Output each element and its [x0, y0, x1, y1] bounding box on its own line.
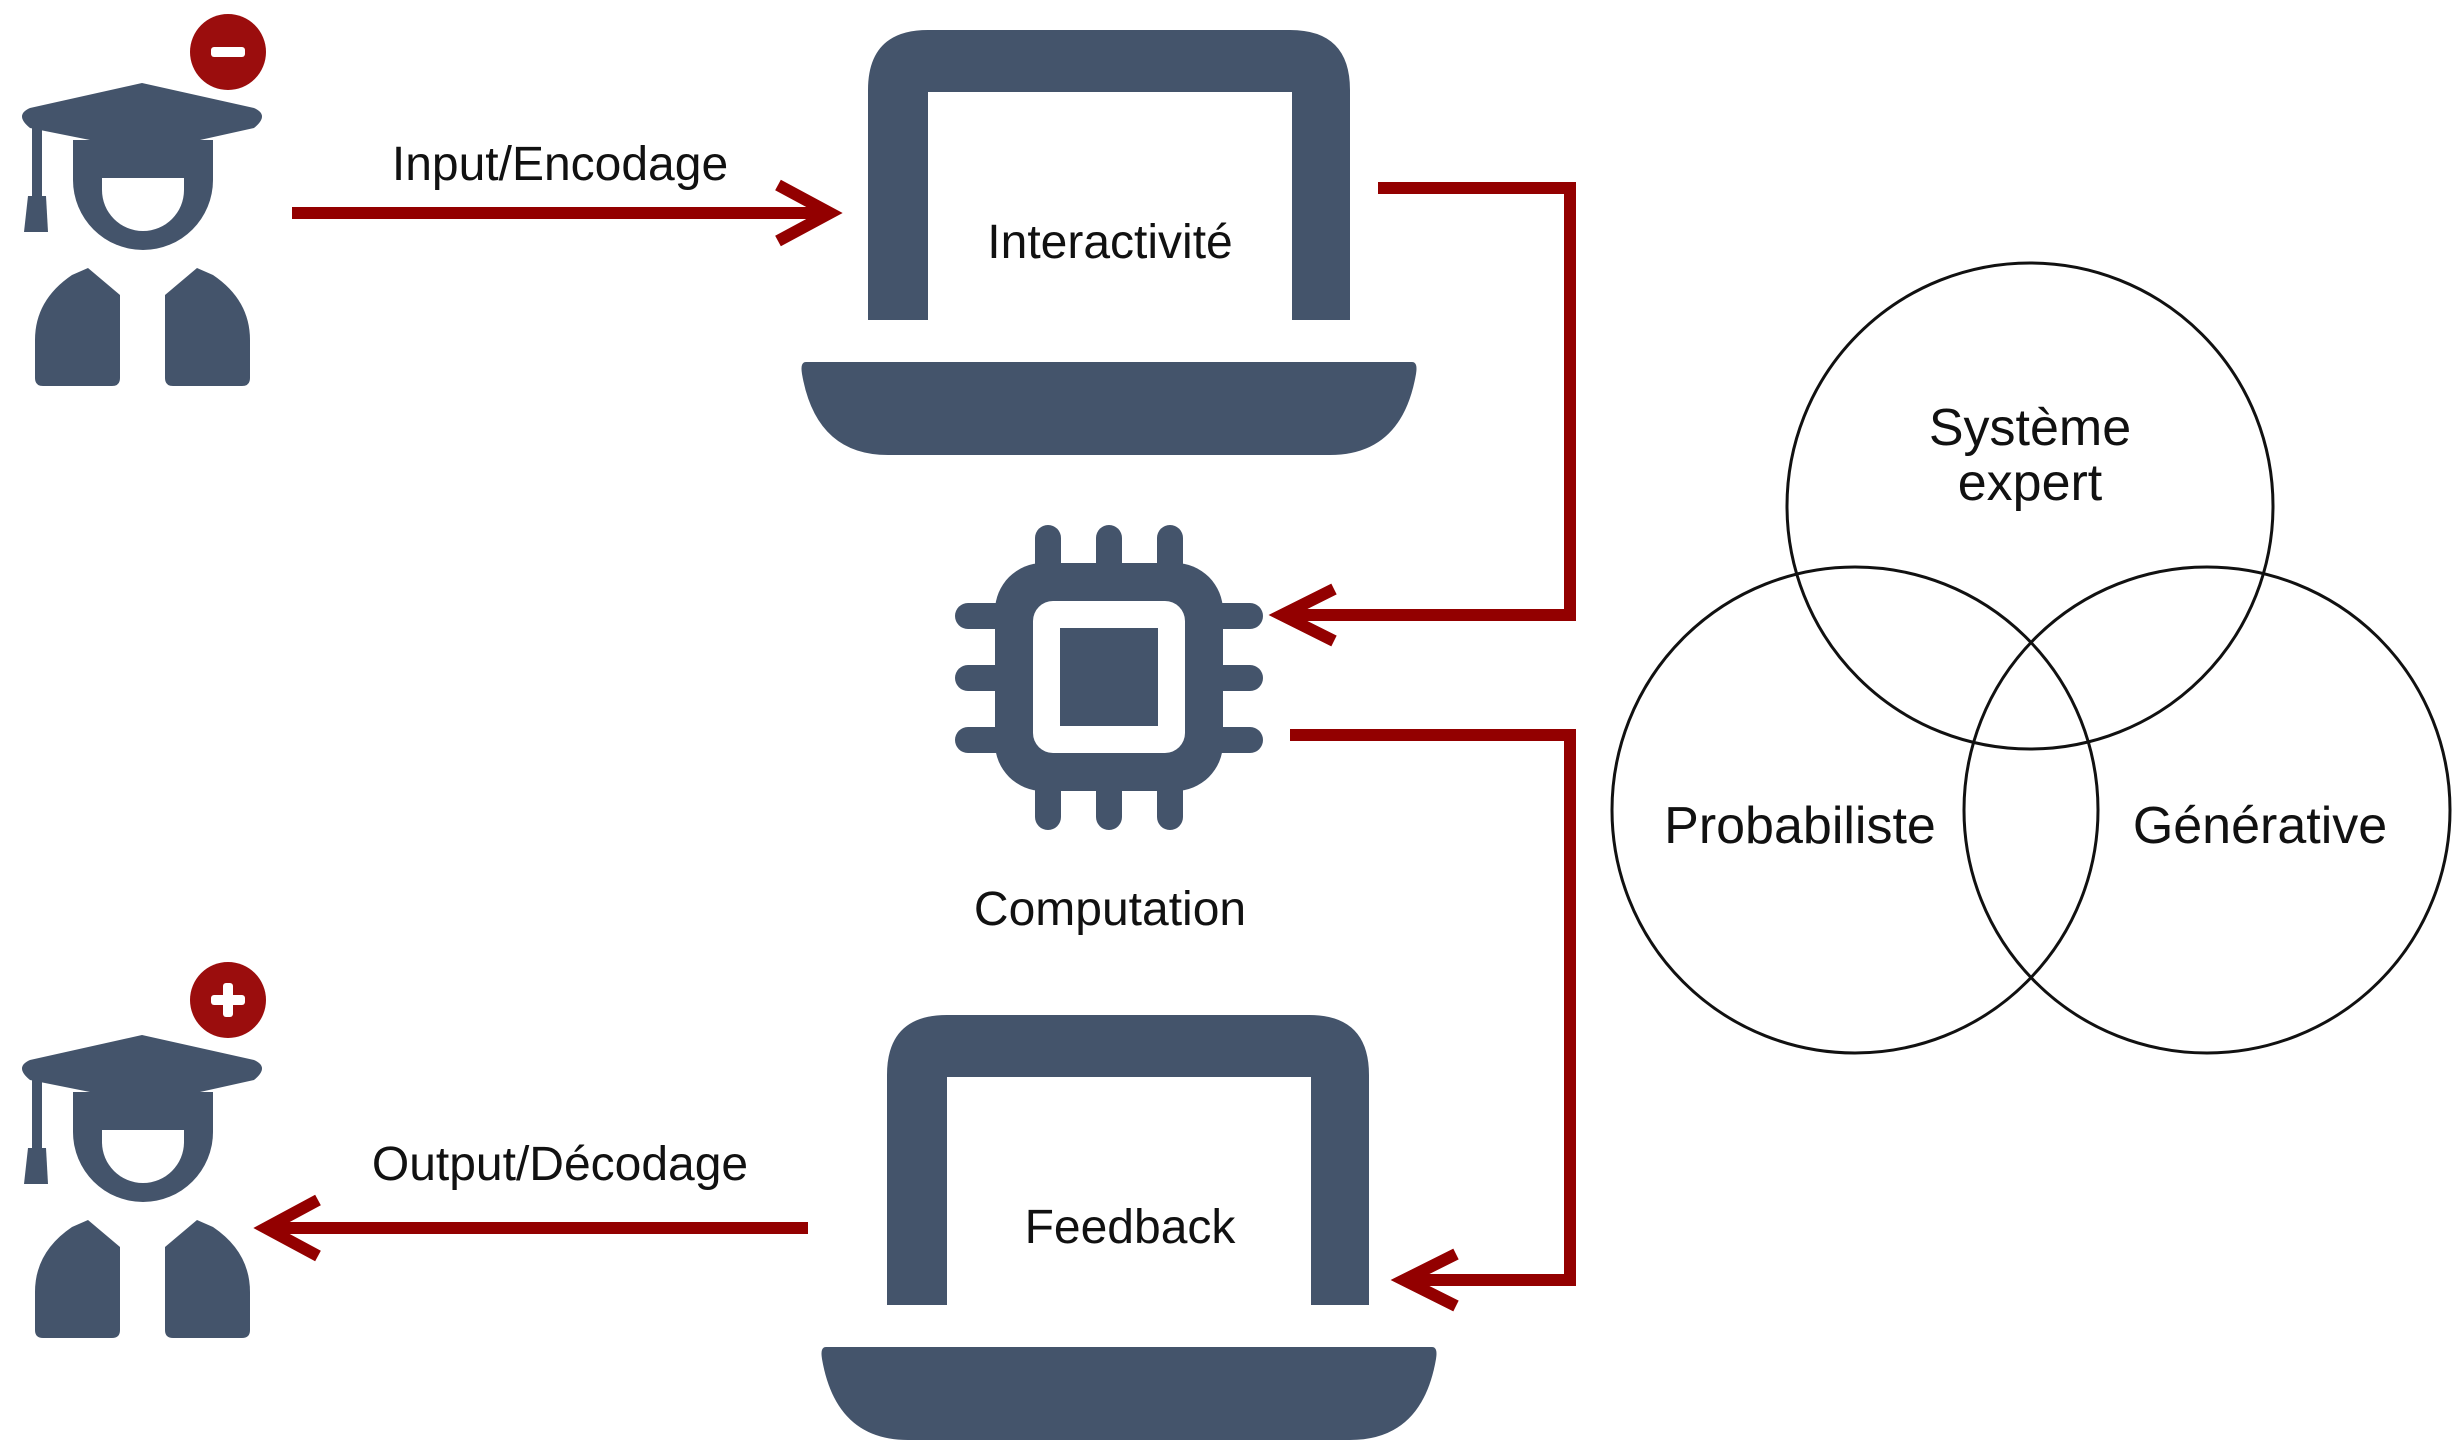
laptop-bottom-icon: [821, 1015, 1437, 1440]
venn-label-left: Probabiliste: [1664, 797, 1936, 855]
venn-label-right: Générative: [2133, 797, 2387, 855]
venn-circle-systeme-expert: [1785, 261, 2275, 751]
venn-label-top-line1: Système: [1929, 399, 2131, 457]
input-arrow: [292, 179, 843, 247]
interactivity-label: Interactivité: [987, 216, 1232, 269]
feedback-label: Feedback: [1025, 1201, 1237, 1254]
input-label: Input/Encodage: [392, 138, 728, 191]
plus-badge-icon: [190, 962, 266, 1038]
output-label: Output/Décodage: [372, 1138, 748, 1191]
student-top-face: [102, 178, 184, 231]
venn-circle-probabiliste: [1610, 565, 2100, 1055]
venn-circle-generative: [1962, 565, 2452, 1055]
student-bottom-face: [102, 1130, 184, 1183]
computation-to-feedback-arrow: [1290, 729, 1576, 1312]
laptop-top-icon: [801, 30, 1417, 455]
venn-label-top-line2: expert: [1958, 454, 2103, 512]
interactivity-to-computation-arrow: [1268, 182, 1576, 647]
student-bottom-icon: [22, 1035, 262, 1338]
minus-badge-icon: [190, 14, 266, 90]
output-arrow: [253, 1194, 808, 1262]
computation-label: Computation: [974, 883, 1246, 936]
cpu-chip-core: [1060, 628, 1158, 726]
venn-diagram: [1610, 261, 2452, 1055]
student-top-icon: [22, 83, 262, 386]
